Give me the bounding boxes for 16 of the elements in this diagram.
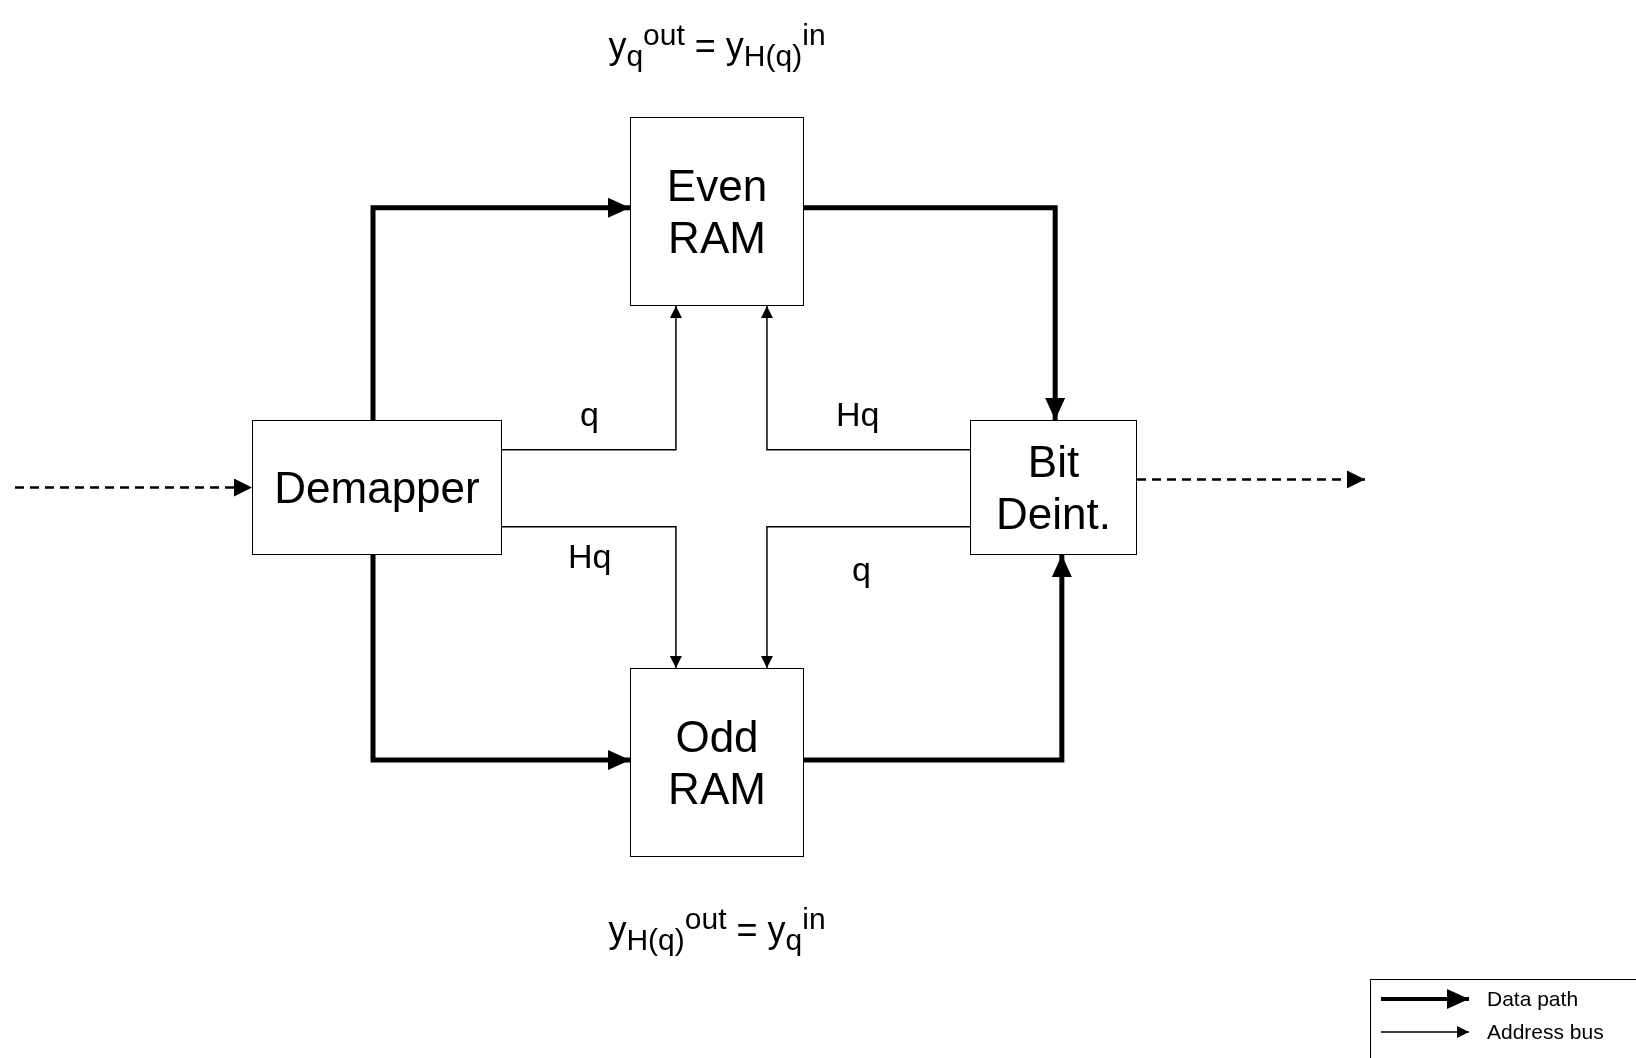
process-box: Demapper: [252, 420, 502, 555]
arrow: [1137, 470, 1365, 489]
arrow: [370, 197, 630, 420]
legend-label: Address bus: [1487, 1020, 1604, 1044]
process-box: Odd RAM: [630, 668, 804, 857]
arrow: [15, 478, 252, 497]
arrow: [501, 305, 682, 451]
arrow: [804, 205, 1066, 420]
legend-label: Data path: [1487, 987, 1579, 1011]
arrow: [760, 305, 971, 451]
process-box: Bit Deint.: [970, 420, 1137, 555]
arrow: [760, 525, 971, 669]
process-box: Even RAM: [630, 117, 804, 306]
arrow: [804, 555, 1072, 763]
arrow: [370, 555, 630, 771]
arrow: [501, 525, 682, 669]
